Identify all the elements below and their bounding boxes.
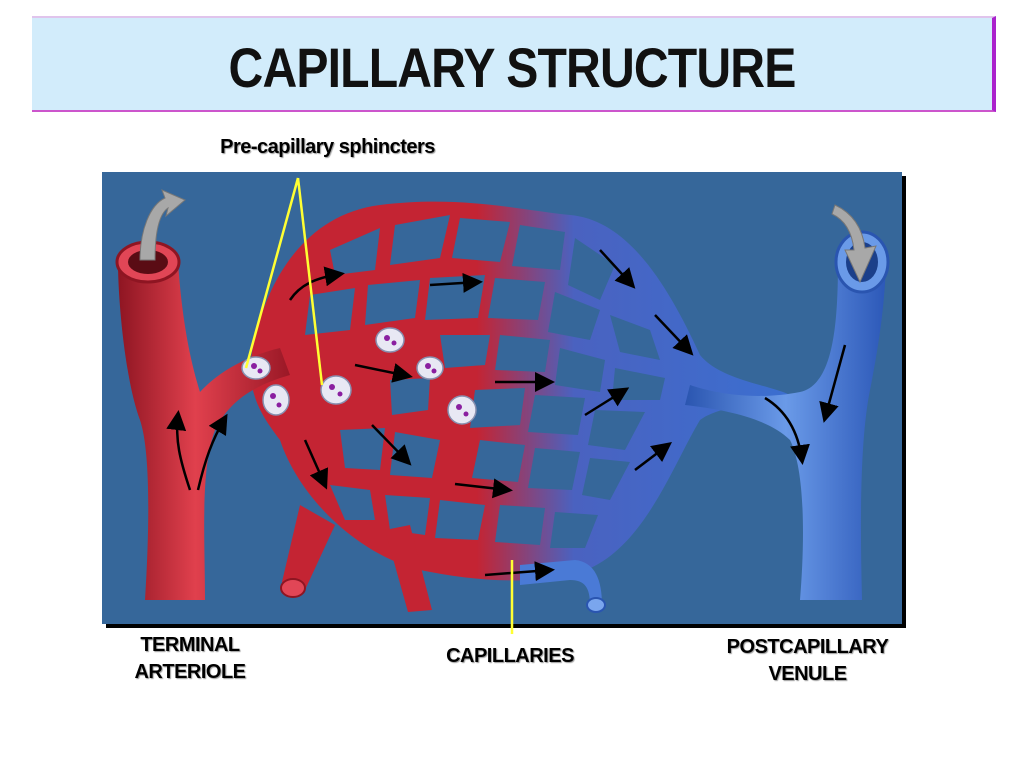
flow-arrow-icon [196,413,228,491]
side-arteriole [282,505,335,590]
outflow-arrow-icon [831,204,877,284]
arteriole-label-line1: TERMINAL [140,634,240,656]
page-title: CAPILLARY STRUCTURE [228,36,797,99]
flow-arrow-icon [764,396,810,465]
sphincter-pointer [244,177,300,369]
sphincter-cuff [320,375,352,405]
title-bar: CAPILLARY STRUCTURE [32,16,996,112]
flow-arrow-icon [166,410,192,491]
sphincter-cuffs [241,327,477,425]
flow-arrow-icon [634,441,672,471]
side-arteriole-2 [385,525,432,612]
terminal-arteriole [118,262,290,600]
pointer-lines [244,177,514,634]
capillary-network [305,215,665,548]
venule-label-line1: POSTCAPILLARY [726,636,889,658]
capillaries-label: CAPILLARIES [446,645,574,667]
flow-arrow-icon [303,439,329,490]
flow-arrow-icon [819,344,847,423]
sphincter-pointer [296,177,324,386]
arteriole-label-line2: ARTERIOLE [134,661,246,683]
flow-arrow-icon [429,272,483,293]
postcapillary-venule [685,262,886,600]
flow-arrow-icon [454,478,513,499]
flow-arrow-icon [584,387,630,417]
flow-arrow-icon [354,363,413,383]
flow-arrow-icon [599,249,636,289]
sphincter-cuff [241,356,271,380]
sphincter-cuff [416,356,444,380]
venule-label-line2: VENULE [768,663,847,685]
sphincters-label: Pre-capillary sphincters [220,136,435,158]
inflow-arrow-icon [139,189,186,261]
sphincter-cuff [262,384,290,416]
postcapillary-venule-label: POSTCAPILLARY VENULE [700,634,915,688]
flow-arrows [166,249,847,582]
sphincter-cuff [447,395,477,425]
terminal-arteriole-label: TERMINAL ARTERIOLE [100,632,280,686]
flow-arrow-icon [654,314,694,356]
flow-arrow-icon [371,424,412,466]
flow-arrow-icon [484,561,555,582]
sphincter-cuff [375,327,405,353]
